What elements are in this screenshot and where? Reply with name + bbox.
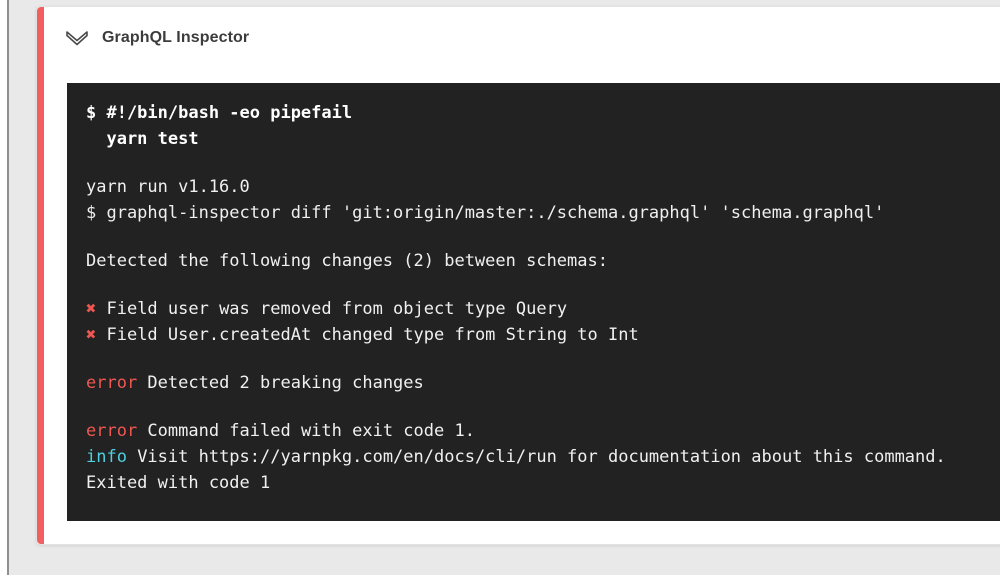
terminal-text-segment: Command failed with exit code 1.: [137, 421, 475, 441]
terminal-text-segment: Field User.createdAt changed type from S…: [96, 325, 639, 345]
terminal-text-segment: yarn test: [86, 129, 199, 149]
terminal-line: yarn run v1.16.0: [86, 174, 1000, 200]
terminal-text-segment: error: [86, 421, 138, 441]
terminal-text-segment: Detected the following changes (2) betwe…: [86, 251, 608, 271]
terminal-line: $ graphql-inspector diff 'git:origin/mas…: [86, 200, 1000, 226]
terminal-line: [86, 274, 1000, 296]
terminal-line: ✖ Field User.createdAt changed type from…: [86, 322, 1000, 348]
error-cross-icon: ✖: [86, 325, 97, 345]
terminal-text-segment: Visit https://yarnpkg.com/en/docs/cli/ru…: [126, 447, 946, 467]
terminal-line: error Detected 2 breaking changes: [86, 370, 1000, 396]
terminal-line: Detected the following changes (2) betwe…: [86, 248, 1000, 274]
terminal-line: [86, 226, 1000, 248]
terminal-text-segment: error: [86, 373, 138, 393]
terminal-line: ✖ Field user was removed from object typ…: [86, 296, 1000, 322]
terminal-line: error Command failed with exit code 1.: [86, 418, 1000, 444]
terminal-text-segment: Detected 2 breaking changes: [137, 373, 424, 393]
terminal-text-segment: $ #!/bin/bash -eo pipefail: [86, 103, 353, 123]
step-title: GraphQL Inspector: [102, 29, 250, 46]
terminal-text-segment: $ graphql-inspector diff 'git:origin/mas…: [86, 203, 885, 223]
terminal-text-segment: info: [86, 447, 127, 467]
terminal-line: [86, 396, 1000, 418]
terminal-line: [86, 152, 1000, 174]
build-step-card: GraphQL Inspector $ #!/bin/bash -eo pipe…: [36, 6, 1000, 545]
left-panel-edge: [0, 0, 9, 575]
error-cross-icon: ✖: [86, 299, 97, 319]
terminal-line: info Visit https://yarnpkg.com/en/docs/c…: [86, 444, 1000, 470]
card-accent-bar: [37, 7, 44, 544]
terminal-line: [86, 348, 1000, 370]
chevron-down-icon[interactable]: [65, 30, 89, 46]
terminal-text-segment: Exited with code 1: [86, 473, 271, 493]
terminal-text-segment: Field user was removed from object type …: [96, 299, 568, 319]
terminal-output: $ #!/bin/bash -eo pipefail yarn test yarn…: [67, 83, 1000, 521]
terminal-line: Exited with code 1: [86, 470, 1000, 496]
terminal-line: yarn test: [86, 126, 1000, 152]
terminal-line: $ #!/bin/bash -eo pipefail: [86, 100, 1000, 126]
terminal-text-segment: yarn run v1.16.0: [86, 177, 250, 197]
step-header: GraphQL Inspector: [37, 7, 1000, 47]
